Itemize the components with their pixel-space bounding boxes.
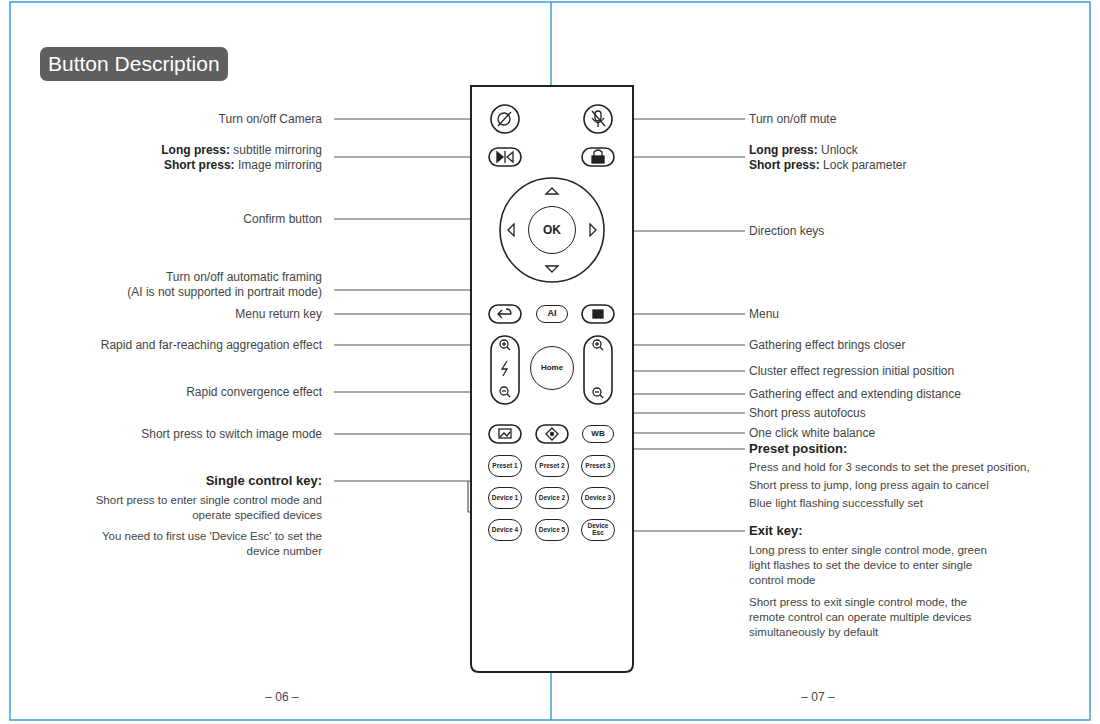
callout-text: Turn on/off mute [749,112,836,126]
callout-row: Exit key: [749,523,802,539]
callout-row: Short press to jump, long press again to… [749,477,989,493]
callout-row: Long press: Unlock [749,142,858,158]
callout-row: Rapid convergence effect [186,384,322,400]
button-icons [497,111,605,440]
callout-text: Short press to exit single control mode,… [749,596,971,638]
callout-heading: Exit key: [749,523,802,538]
callout-text: – 07 – [801,690,834,704]
remote-buttons [489,105,614,443]
callout-row: Menu [749,306,779,322]
callout-text: Blue light flashing successfully set [749,497,923,509]
callout-text: Rapid and far-reaching aggregation effec… [101,338,322,352]
callout-row: – 06 – [265,689,298,705]
remote-button: Home [530,346,574,390]
button-text: Device Esc [584,523,612,537]
callout-text: (AI is not supported in portrait mode) [127,285,322,299]
callout-text: Short press to enter single control mode… [96,494,322,521]
remote-button: Preset 3 [581,455,615,477]
callout-text: Short press autofocus [749,406,866,420]
callout-text: Menu return key [235,307,322,321]
callout-row: Turn on/off automatic framing [166,269,322,285]
button-text: Preset 3 [584,463,612,470]
button-text: Device 2 [538,495,566,502]
remote-button: OK [528,206,576,254]
remote-button: WB [582,425,614,443]
callout-row: Short press to switch image mode [141,426,322,442]
callout-text: subtitle mirroring [233,143,322,157]
callout-text: Unlock [821,143,858,157]
callout-row: Turn on/off mute [749,111,836,127]
callout-text: Gathering effect and extending distance [749,387,961,401]
callout-row: Cluster effect regression initial positi… [749,363,954,379]
callout-text: Direction keys [749,224,824,238]
remote-button: Device 1 [488,487,522,509]
remote-button: Device 5 [535,519,569,541]
button-text: AI [548,309,557,318]
remote-button: Device 4 [488,519,522,541]
callout-row: Menu return key [235,306,322,322]
callout-heading: Short press: [749,158,820,172]
callout-row: Short press to enter single control mode… [82,493,322,523]
callout-heading: Long press: [161,143,230,157]
remote-button: Preset 1 [488,455,522,477]
button-text: Preset 2 [538,463,566,470]
callout-row: Gathering effect brings closer [749,337,906,353]
button-text: Device 1 [491,495,519,502]
callout-text: – 06 – [265,690,298,704]
callout-text: Short press to jump, long press again to… [749,479,989,491]
button-text: OK [543,224,561,237]
callout-text: You need to first use 'Device Esc' to se… [102,530,322,557]
page-title: Button Description [40,47,228,81]
callout-text: Gathering effect brings closer [749,338,906,352]
callout-text: Lock parameter [823,158,906,172]
callout-text: Long press to enter single control mode,… [749,544,987,586]
callout-text: Confirm button [243,212,322,226]
button-text: Device 4 [491,527,519,534]
button-text: Device 3 [584,495,612,502]
callout-row: Preset position: [749,441,847,457]
callout-text: Short press to switch image mode [141,427,322,441]
callout-row: Short press autofocus [749,405,866,421]
callout-text: Turn on/off automatic framing [166,270,322,284]
remote-body [471,86,633,672]
callout-heading: Short press: [164,158,235,172]
callout-row: Turn on/off Camera [219,111,322,127]
page-frame [10,2,1090,720]
callout-row: Direction keys [749,223,824,239]
callout-text: Cluster effect regression initial positi… [749,364,954,378]
callout-row: Confirm button [243,211,322,227]
button-text: WB [591,430,604,438]
callout-text: Press and hold for 3 seconds to set the … [749,461,1030,473]
remote-button: AI [536,305,568,323]
callout-row: Short press: Lock parameter [749,157,906,173]
callout-text: One click white balance [749,426,875,440]
callout-text: Menu [749,307,779,321]
callout-heading: Single control key: [206,473,322,488]
remote-button: Preset 2 [535,455,569,477]
remote-button: Device Esc [581,519,615,541]
callout-text: Image mirroring [238,158,322,172]
callout-row: Short press to exit single control mode,… [749,595,994,640]
callout-row: – 07 – [801,689,834,705]
callout-row: (AI is not supported in portrait mode) [127,284,322,300]
remote-button: Device 3 [581,487,615,509]
callout-heading: Preset position: [749,441,847,456]
callout-row: One click white balance [749,425,875,441]
callout-row: Short press: Image mirroring [164,157,322,173]
callout-row: Single control key: [206,473,322,489]
button-text: Device 5 [538,527,566,534]
callout-text: Rapid convergence effect [186,385,322,399]
callout-text: Turn on/off Camera [219,112,322,126]
callout-row: Blue light flashing successfully set [749,495,923,511]
remote-button: Device 2 [535,487,569,509]
button-text: Home [541,364,563,372]
callout-row: Rapid and far-reaching aggregation effec… [101,337,322,353]
callout-row: Press and hold for 3 seconds to set the … [749,459,1030,475]
callout-row: Long press: subtitle mirroring [161,142,322,158]
callout-heading: Long press: [749,143,818,157]
callout-row: Long press to enter single control mode,… [749,543,994,588]
callout-row: You need to first use 'Device Esc' to se… [82,529,322,559]
callout-row: Gathering effect and extending distance [749,386,961,402]
button-text: Preset 1 [491,463,519,470]
